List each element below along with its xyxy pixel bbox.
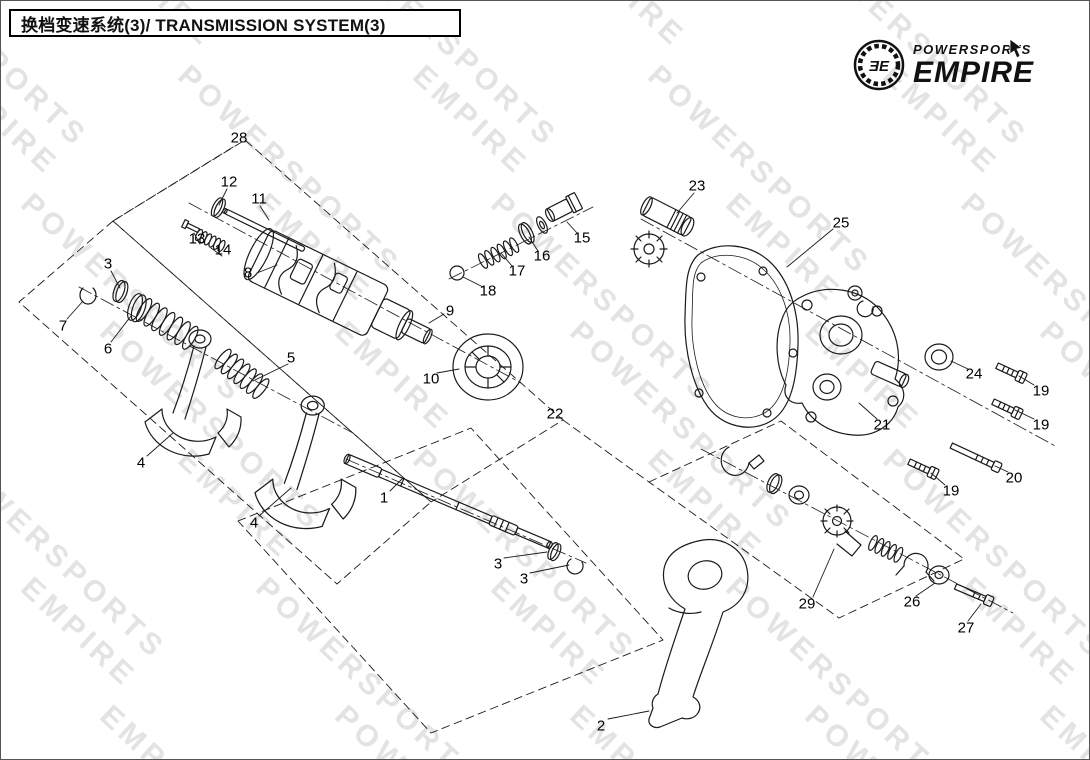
brand-secondary: EMPIRE bbox=[913, 55, 1035, 89]
part-number-callout: 25 bbox=[832, 214, 850, 232]
part-omega-clip bbox=[895, 552, 935, 582]
part-ball-18 bbox=[449, 265, 465, 281]
part-cover-21 bbox=[776, 285, 910, 436]
part-number-callout: 3 bbox=[103, 255, 113, 273]
part-washer-26 bbox=[928, 565, 950, 585]
part-number-callout: 9 bbox=[445, 302, 455, 320]
part-number-callout: 26 bbox=[903, 593, 921, 611]
part-sector-gear-23 bbox=[630, 230, 668, 268]
part-number-callout: 3 bbox=[493, 555, 503, 573]
part-number-callout: 5 bbox=[286, 349, 296, 367]
part-number-callout: 18 bbox=[479, 282, 497, 300]
part-bushing-6 bbox=[127, 293, 147, 323]
part-number-callout: 10 bbox=[422, 370, 440, 388]
part-number-callout: 13 bbox=[188, 230, 206, 248]
brand-primary: POWERSPORTS bbox=[913, 41, 1032, 57]
page-title: 换档变速系统(3)/ TRANSMISSION SYSTEM(3) bbox=[21, 15, 386, 35]
part-shift-lever-2 bbox=[648, 539, 749, 729]
part-circlip-3d bbox=[566, 558, 584, 575]
part-number-callout: 4 bbox=[249, 514, 259, 532]
leader-lines bbox=[66, 188, 1035, 720]
part-spring-6 bbox=[135, 298, 199, 350]
part-washer-16 bbox=[517, 222, 535, 245]
part-ratchet-29 bbox=[820, 504, 862, 557]
part-bolt-19a bbox=[994, 360, 1029, 385]
part-number-callout: 21 bbox=[873, 416, 891, 434]
brand-logo: ƎE POWERSPORTS EMPIRE bbox=[853, 39, 1034, 91]
construction-lines bbox=[18, 139, 965, 734]
part-clip bbox=[720, 446, 765, 476]
part-number-callout: 1 bbox=[379, 489, 389, 507]
part-washer-16b bbox=[535, 216, 549, 234]
part-spring-return bbox=[868, 535, 904, 563]
part-shift-fork-4b bbox=[254, 395, 357, 530]
part-number-callout: 3 bbox=[519, 570, 529, 588]
part-spring-14 bbox=[194, 228, 226, 253]
part-bolt-27 bbox=[953, 583, 995, 607]
part-number-callout: 24 bbox=[965, 365, 983, 383]
part-number-callout: 2 bbox=[596, 717, 606, 735]
part-ring-3c bbox=[547, 542, 562, 562]
part-number-callout: 12 bbox=[220, 173, 238, 191]
part-number-callout: 17 bbox=[508, 262, 526, 280]
part-cam-pin-23 bbox=[640, 196, 695, 237]
brand-emblem-icon: ƎE bbox=[853, 39, 905, 91]
part-number-callout: 19 bbox=[942, 482, 960, 500]
part-bolt-19b bbox=[990, 396, 1025, 421]
part-number-callout: 23 bbox=[688, 177, 706, 195]
part-number-callout: 27 bbox=[957, 619, 975, 637]
part-fork-shaft-1 bbox=[343, 453, 553, 549]
emblem-text: ƎE bbox=[869, 58, 890, 75]
part-collar-10 bbox=[452, 333, 524, 401]
part-gasket-25 bbox=[684, 245, 799, 428]
cursor-arrow-icon bbox=[1009, 39, 1023, 59]
part-shift-drum-8 bbox=[243, 228, 433, 345]
part-number-callout: 4 bbox=[136, 454, 146, 472]
part-fitting-15 bbox=[544, 192, 583, 223]
title-box: 换档变速系统(3)/ TRANSMISSION SYSTEM(3) bbox=[9, 9, 461, 37]
part-number-callout: 28 bbox=[230, 129, 248, 147]
part-number-callout: 8 bbox=[243, 264, 253, 282]
part-number-callout: 16 bbox=[533, 247, 551, 265]
centerlines bbox=[78, 202, 1058, 614]
brand-text: POWERSPORTS EMPIRE bbox=[913, 43, 1034, 88]
part-number-callout: 7 bbox=[58, 317, 68, 335]
part-number-callout: 19 bbox=[1032, 382, 1050, 400]
part-seal-24 bbox=[924, 343, 954, 371]
part-washer-12 bbox=[210, 197, 226, 219]
part-number-callout: 6 bbox=[103, 340, 113, 358]
part-washer-b bbox=[788, 485, 810, 505]
part-ring-3a bbox=[112, 279, 129, 304]
part-spring-17 bbox=[477, 237, 520, 269]
part-number-callout: 29 bbox=[798, 595, 816, 613]
part-number-callout: 22 bbox=[546, 405, 564, 423]
part-number-callout: 20 bbox=[1005, 469, 1023, 487]
part-number-callout: 19 bbox=[1032, 416, 1050, 434]
part-number-callout: 15 bbox=[573, 229, 591, 247]
part-circlip-7 bbox=[79, 287, 97, 305]
part-washer-a bbox=[766, 473, 783, 495]
part-spring-5 bbox=[214, 348, 270, 399]
part-shift-fork-4a bbox=[144, 329, 242, 457]
part-number-callout: 11 bbox=[251, 190, 267, 208]
part-bolt-20 bbox=[949, 442, 1003, 474]
part-number-callout: 14 bbox=[214, 241, 232, 259]
